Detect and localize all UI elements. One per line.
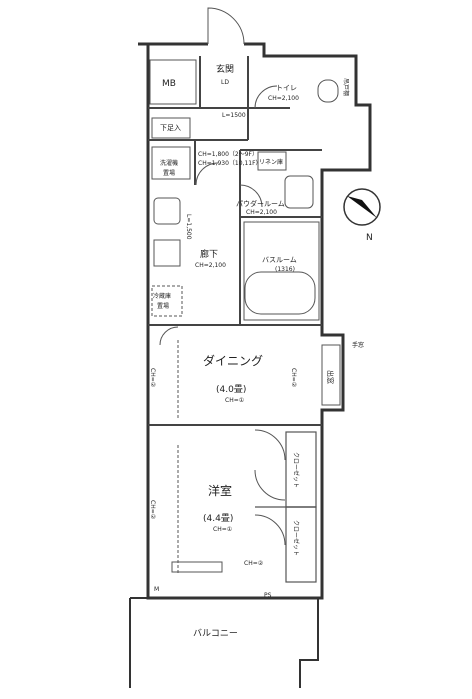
doors: [159, 7, 286, 546]
bath-area: [243, 221, 320, 321]
ceiling-ch1-label: CH=1,800（2～9F）: [198, 151, 258, 158]
inner-walls: [148, 56, 322, 426]
dim-label-2: L=1,500: [185, 214, 192, 240]
fridge-space: [151, 285, 183, 317]
fridge-label-2: 置場: [157, 302, 169, 310]
ch2-label-d: CH=②: [244, 560, 264, 567]
hand-window-label: 手窓: [352, 341, 364, 349]
dim-label-1: L=1500: [222, 112, 246, 119]
linen-label: リネン庫: [259, 158, 283, 166]
linen-cabinet: [257, 151, 287, 171]
marker-m-label: M: [154, 586, 159, 593]
north-compass: N: [343, 188, 381, 243]
mb-label: MB: [162, 79, 176, 89]
sink-powder: [284, 175, 314, 209]
stove: [153, 239, 181, 267]
genkan-label: 玄関: [216, 63, 234, 75]
fridge-label-1: 冷蔵庫: [153, 292, 171, 300]
toilet-label: トイレ: [276, 84, 297, 92]
bath-label: バスルーム: [262, 256, 297, 264]
dining-door-swing: [159, 326, 179, 346]
dining-label: ダイニング: [203, 353, 263, 368]
western-ch-label: CH=①: [213, 526, 232, 533]
closet-label-2: クローゼット: [292, 520, 300, 556]
compass-north-label: N: [366, 233, 373, 243]
ac-unit: [171, 561, 223, 573]
shoe-cabinet: [151, 117, 191, 139]
laundry-label-2: 置場: [163, 169, 175, 177]
powder-door-swing: [239, 184, 263, 208]
outer-walls: [129, 42, 372, 688]
toilet-door-swing: [254, 85, 278, 109]
ch2-label-c: CH=②: [149, 500, 156, 520]
hallway-label: 廊下: [200, 248, 218, 260]
geta-label: 下足入: [160, 124, 181, 132]
western-size-label: (4.4畳): [203, 513, 233, 524]
balcony-rail: [129, 597, 319, 688]
bath-size-label: (1316): [275, 266, 295, 273]
entrance-door-swing: [207, 7, 245, 45]
main-outline: [138, 42, 372, 600]
closet-door-swing-1: [254, 469, 286, 501]
balcony-label: バルコニー: [193, 628, 238, 639]
sink-hall: [153, 197, 181, 225]
ch2-label-a: CH=②: [149, 368, 156, 388]
toilet-ch-label: CH=2,100: [268, 95, 299, 102]
closet-door-swing-2: [254, 514, 286, 546]
compass-ring: [343, 188, 381, 226]
toilet-bowl: [317, 79, 339, 103]
powder-label: パウダールーム: [236, 199, 285, 208]
dining-size-label: (4.0畳): [216, 384, 246, 395]
bay-window: [321, 344, 341, 406]
closet-lower: [285, 506, 317, 583]
compass-needle: [347, 196, 377, 218]
powder-ch-label: CH=2,100: [246, 209, 277, 216]
hallway-ch-label: CH=2,100: [195, 262, 226, 269]
western-label: 洋室: [208, 483, 232, 498]
genkan-sub-label: LD: [221, 79, 229, 86]
laundry-label-1: 洗濯機: [160, 159, 178, 167]
dining-ch-label: CH=①: [225, 397, 244, 404]
closet-upper: [285, 431, 317, 508]
closets: [255, 431, 317, 583]
fixtures: [149, 59, 341, 575]
western-door-swing: [254, 429, 286, 461]
mb-box: [149, 59, 197, 105]
closet-label-1: クローゼット: [292, 452, 300, 488]
bathtub: [244, 271, 316, 315]
ceiling-ch2-label: CH=1,930（10,11F）: [198, 160, 262, 167]
ps-label: PS: [264, 592, 272, 599]
hall-door-swing: [195, 162, 219, 186]
labels: MB 玄関 LD トイレ CH=2,100 吊戸棚 下足入 洗濯機 置場 CH=…: [149, 63, 364, 639]
window-label: 出窓: [326, 370, 335, 384]
laundry-space: [151, 146, 191, 180]
toilet-rack-label: 吊戸棚: [342, 78, 350, 96]
ch2-label-b: CH=②: [290, 368, 297, 388]
